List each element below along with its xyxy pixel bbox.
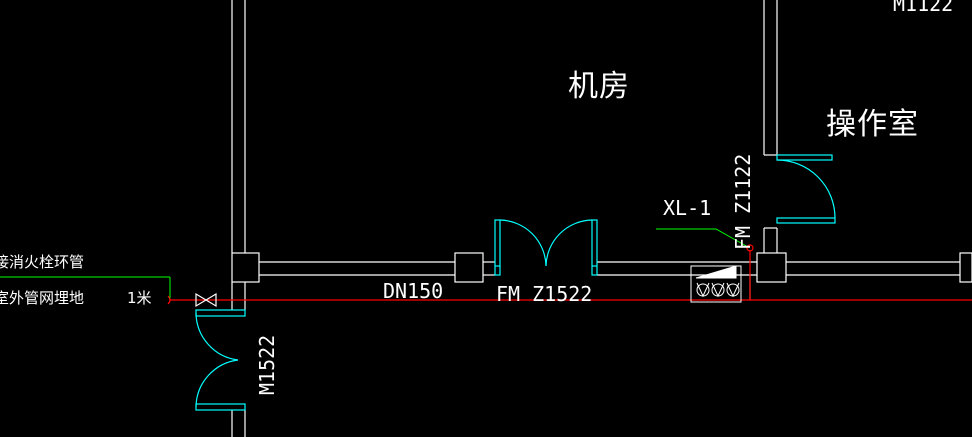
gate-valve-icon xyxy=(195,292,217,308)
door-m1522-lower-swing xyxy=(195,359,239,408)
door-tag-fm-main: FM Z1522 xyxy=(496,282,593,306)
door-m1522-upper-leaf xyxy=(195,309,246,317)
walls xyxy=(231,0,972,437)
riser-label: XL-1 xyxy=(663,196,712,220)
room-label-machine: 机房 xyxy=(568,69,630,104)
riser-leader xyxy=(656,228,749,248)
door-fm-main-right-swing xyxy=(545,219,593,267)
door-fm-small-leaf xyxy=(776,154,833,161)
door-tag-fm-small: FM Z1122 xyxy=(731,153,755,250)
pipe-size-label: DN150 xyxy=(383,279,444,303)
door-m1522-upper-swing xyxy=(195,312,239,361)
note-line-2: 室外管网埋地 xyxy=(0,289,85,307)
hydrant-cabinet-icon xyxy=(690,265,742,303)
pipe xyxy=(167,244,972,308)
riser-xl1-symbol xyxy=(746,244,754,252)
door-tag-top: M1122 xyxy=(893,0,954,16)
doors xyxy=(195,154,836,411)
door-fm-main-right-leaf xyxy=(591,219,598,276)
door-fm-main-left-leaf xyxy=(494,219,501,276)
door-tag-m1522: M1522 xyxy=(255,334,279,395)
door-m1522-lower-leaf xyxy=(195,403,246,411)
door-fm-main-left-swing xyxy=(499,219,547,267)
depth-label: 1米 xyxy=(127,289,152,307)
leaders xyxy=(0,228,749,298)
room-label-operation: 操作室 xyxy=(826,107,919,142)
door-fm-small-swing xyxy=(776,159,836,219)
note-line-1: 接消火栓环管 xyxy=(0,253,85,271)
